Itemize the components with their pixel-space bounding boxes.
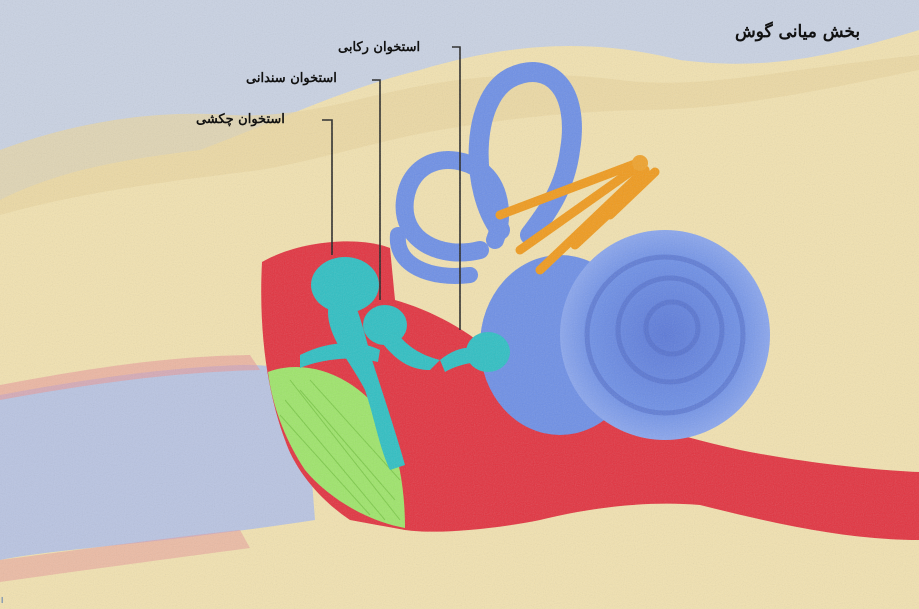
diagram-title: بخش میانی گوش — [735, 22, 860, 42]
label-stapes: استخوان رکابی — [338, 40, 420, 55]
corner-mark: ا — [1, 596, 3, 605]
label-incus: استخوان سندانی — [246, 71, 337, 86]
label-malleus: استخوان چکشی — [196, 112, 285, 127]
